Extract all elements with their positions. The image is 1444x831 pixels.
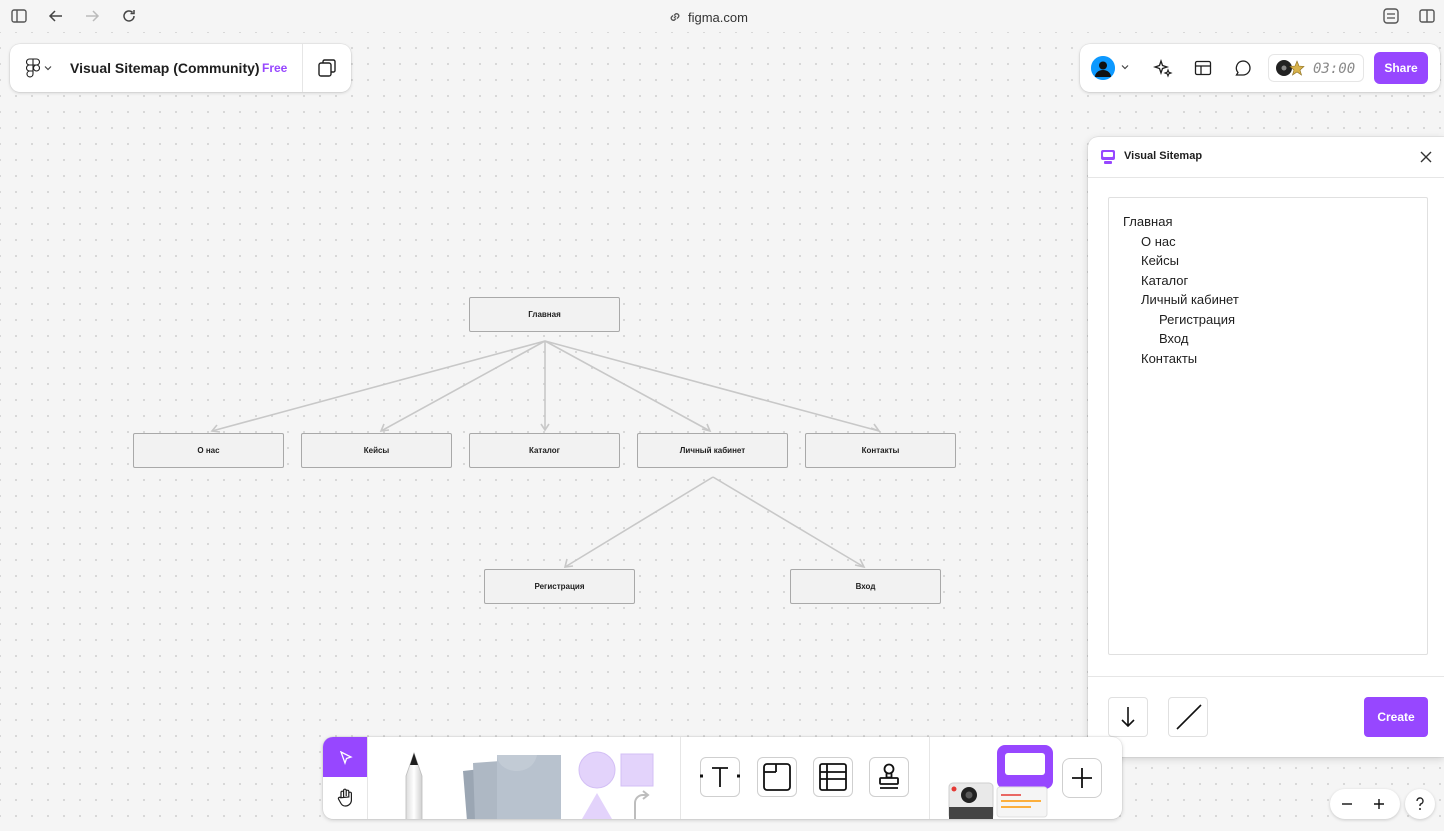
text-line: Главная <box>1123 214 1173 229</box>
main-menu-button[interactable] <box>26 58 62 78</box>
text-line: Вход <box>1159 331 1189 346</box>
sitemap-node[interactable]: Главная <box>469 297 620 332</box>
right-sidebar-icon[interactable] <box>1418 7 1436 25</box>
sitemap-node[interactable]: Личный кабинет <box>637 433 788 468</box>
plugin-logo-icon <box>1101 150 1115 164</box>
browser-toolbar: figma.com <box>0 0 1444 32</box>
layout-icon[interactable] <box>1193 58 1213 78</box>
link-icon <box>670 13 680 21</box>
pages-icon[interactable] <box>317 58 337 78</box>
text-icon <box>699 766 740 787</box>
widgets-icon[interactable] <box>945 743 1055 819</box>
timer-music-icon <box>1276 60 1305 76</box>
text-line: Регистрация <box>1159 312 1235 327</box>
diagonal-layout-button[interactable] <box>1168 697 1208 737</box>
sidebar-toggle-icon[interactable] <box>10 7 28 25</box>
divider <box>367 737 368 819</box>
text-line: Личный кабинет <box>1141 292 1239 307</box>
sticky-notes-icon[interactable] <box>457 751 563 819</box>
figma-logo-icon <box>26 58 40 78</box>
table-icon <box>818 762 847 791</box>
back-arrow-icon[interactable] <box>47 7 65 25</box>
divider <box>1088 676 1444 677</box>
comment-icon[interactable] <box>1233 58 1253 78</box>
extensions-icon[interactable] <box>1382 7 1400 25</box>
connector-line <box>564 476 714 568</box>
help-icon <box>1416 797 1424 810</box>
zoom-controls <box>1330 789 1400 819</box>
sitemap-node[interactable]: Регистрация <box>484 569 635 604</box>
ai-sparkle-icon[interactable] <box>1153 58 1173 78</box>
zoom-in-icon[interactable] <box>1372 797 1386 811</box>
section-tool-button[interactable] <box>757 757 797 797</box>
timer[interactable]: 03:00 <box>1268 54 1364 82</box>
sitemap-node[interactable]: Кейсы <box>301 433 452 468</box>
header-right-toolbar: 03:00 Share <box>1080 44 1440 92</box>
url-text: figma.com <box>688 9 748 25</box>
vertical-layout-button[interactable] <box>1108 697 1148 737</box>
sitemap-node[interactable]: Каталог <box>469 433 620 468</box>
hand-icon[interactable] <box>335 786 357 808</box>
connector-line <box>544 340 880 432</box>
sitemap-node[interactable]: Контакты <box>805 433 956 468</box>
divider <box>302 44 303 92</box>
plugin-title: Visual Sitemap <box>1124 150 1203 162</box>
chevron-down-icon[interactable] <box>1120 62 1130 72</box>
create-button[interactable]: Create <box>1364 697 1428 737</box>
text-line: О нас <box>1141 234 1176 249</box>
zoom-out-icon[interactable] <box>1340 797 1354 811</box>
close-icon[interactable] <box>1418 149 1434 165</box>
text-line: Кейсы <box>1141 253 1179 268</box>
text-line: Каталог <box>1141 273 1189 288</box>
chevron-down-icon <box>44 66 52 71</box>
arrow-down-icon <box>1121 707 1135 728</box>
divider <box>929 737 930 819</box>
divider <box>680 737 681 819</box>
pencil-icon[interactable] <box>393 751 435 819</box>
help-button[interactable] <box>1405 789 1435 819</box>
plus-icon <box>1071 767 1092 788</box>
connector-line <box>380 340 546 432</box>
stamp-icon <box>878 763 899 789</box>
plugin-header[interactable]: Visual Sitemap <box>1088 137 1444 178</box>
move-tool-button[interactable] <box>323 737 367 777</box>
user-icon <box>1091 56 1115 80</box>
cursor-icon <box>339 751 353 765</box>
shapes-icon[interactable] <box>577 751 657 819</box>
address-bar[interactable]: figma.com <box>668 8 748 26</box>
file-title[interactable]: Visual Sitemap (Community) <box>70 60 260 76</box>
connector-line <box>712 476 865 568</box>
forward-arrow-icon[interactable] <box>83 7 101 25</box>
more-tools-button[interactable] <box>1062 758 1102 798</box>
bottom-toolbar <box>323 737 1122 819</box>
plugin-panel: Visual Sitemap Главная О нас Кейсы Катал… <box>1088 137 1444 757</box>
sitemap-node[interactable]: Вход <box>790 569 941 604</box>
timer-text: 03:00 <box>1313 61 1356 77</box>
plan-badge[interactable]: Free <box>262 61 288 75</box>
file-panel: Visual Sitemap (Community) Free <box>10 44 351 92</box>
text-line: Контакты <box>1141 351 1198 366</box>
reload-icon[interactable] <box>120 7 138 25</box>
sitemap-text-input[interactable]: Главная О нас Кейсы Каталог Личный кабин… <box>1108 197 1428 655</box>
sitemap-node[interactable]: О нас <box>133 433 284 468</box>
connector-line <box>211 340 546 432</box>
diagonal-line-icon <box>1176 704 1202 730</box>
text-tool-button[interactable] <box>699 757 740 797</box>
stamp-tool-button[interactable] <box>869 757 909 797</box>
section-icon <box>762 762 791 791</box>
share-button[interactable]: Share <box>1374 52 1428 84</box>
avatar[interactable] <box>1091 56 1115 80</box>
table-tool-button[interactable] <box>813 757 853 797</box>
connector-line <box>544 340 711 432</box>
